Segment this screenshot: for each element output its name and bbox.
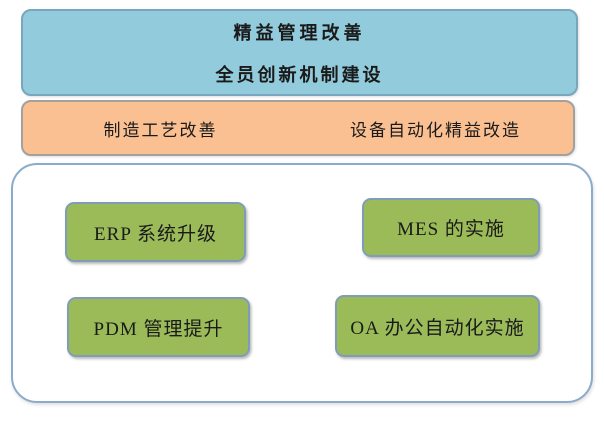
lean-management-label: 精益管理改善 [233, 22, 366, 43]
process-improvement-box: 制造工艺改善 设备自动化精益改造 [21, 100, 575, 156]
erp-upgrade-box: ERP 系统升级 [65, 202, 246, 262]
erp-upgrade-label: ERP 系统升级 [94, 223, 217, 245]
pdm-management-box: PDM 管理提升 [67, 297, 250, 357]
innovation-mechanism-label: 全员创新机制建设 [215, 64, 384, 85]
manufacturing-process-label: 制造工艺改善 [103, 120, 218, 140]
equipment-automation-label: 设备自动化精益改造 [350, 120, 521, 140]
lean-management-box: 精益管理改善 全员创新机制建设 [21, 9, 578, 96]
mes-implementation-box: MES 的实施 [362, 198, 540, 257]
pdm-management-label: PDM 管理提升 [93, 318, 224, 340]
oa-automation-box: OA 办公自动化实施 [335, 295, 540, 357]
mes-implementation-label: MES 的实施 [397, 219, 505, 240]
oa-automation-label: OA 办公自动化实施 [350, 317, 525, 339]
